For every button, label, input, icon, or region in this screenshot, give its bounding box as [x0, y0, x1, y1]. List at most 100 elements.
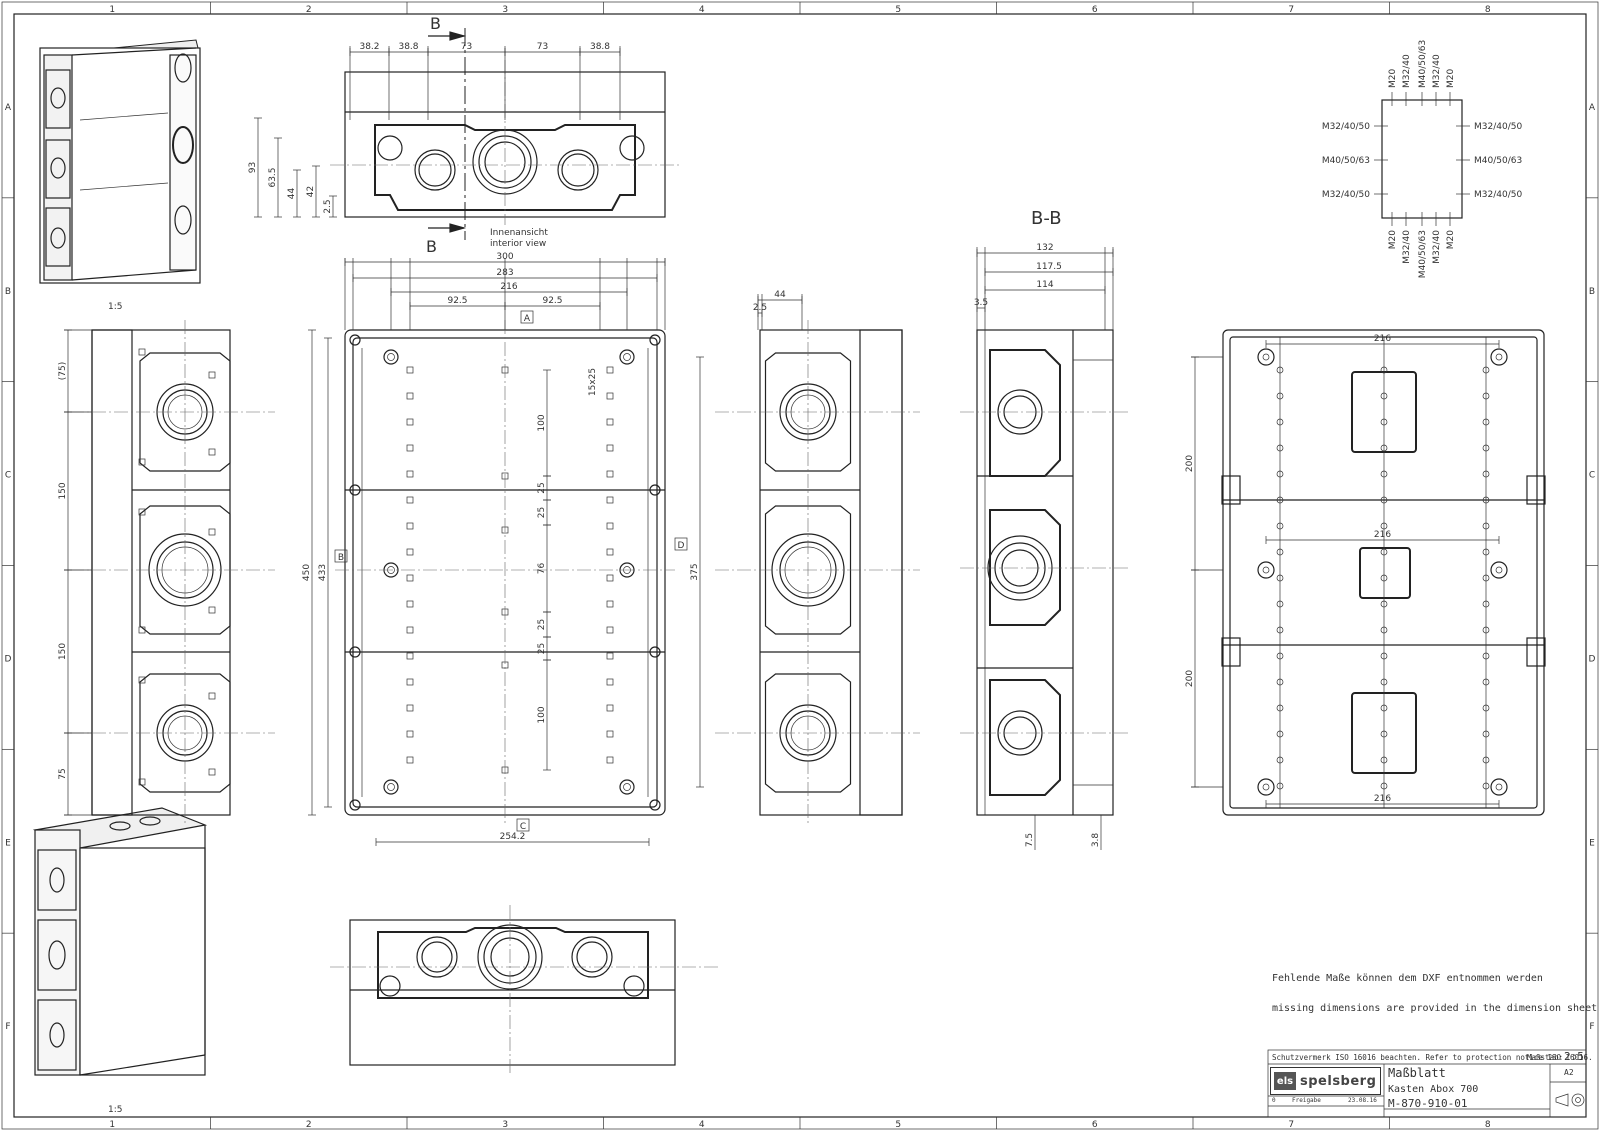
rear-rib-node	[1380, 522, 1388, 530]
front-dinrail-slot	[406, 392, 414, 400]
grid-col-bottom: 8	[1485, 1120, 1491, 1130]
left-port-screw	[138, 458, 146, 466]
left-port-middle-frame	[139, 505, 231, 635]
dim-rear-bottom: 216	[1374, 794, 1391, 804]
dim-front-bottom: 254.2	[500, 832, 526, 842]
dim-front-half-left: 92.5	[447, 296, 467, 306]
rear-rib-node	[1482, 626, 1490, 634]
rear-rib-node	[1482, 730, 1490, 738]
sheet-format: A2	[1564, 1068, 1574, 1077]
entry-top-label: M32/40	[1402, 54, 1412, 88]
datum-label: C	[520, 822, 526, 832]
grid-col-top: 3	[502, 5, 508, 15]
dim-front-inner: 76	[537, 563, 547, 575]
front-dinrail-slot	[606, 600, 614, 608]
dim-left-v: (75)	[58, 362, 68, 380]
protection-notice: Schutzvermerk ISO 16016 beachten. Refer …	[1272, 1053, 1593, 1062]
left-port-bottom-frame	[139, 673, 231, 793]
left-port-screw	[138, 626, 146, 634]
dim-left-v: 150	[58, 482, 68, 499]
grid-row-left: F	[5, 1022, 10, 1032]
drawing-title: Maßblatt	[1388, 1066, 1446, 1080]
front-dinrail-slot	[606, 730, 614, 738]
front-dinrail-slot	[406, 652, 414, 660]
grid-col-top: 7	[1288, 5, 1294, 15]
front-lid-screw	[649, 334, 661, 346]
left-port-screw	[208, 606, 216, 614]
entry-bottom-label: M40/50/63	[1418, 230, 1428, 278]
dim-top-v: 93	[248, 162, 258, 173]
datum-label: D	[678, 541, 685, 551]
section-label: B-B	[1031, 208, 1062, 229]
rear-rib-node	[1276, 444, 1284, 452]
dim-front-inner: 25	[537, 619, 547, 630]
note-missing-dims-en: missing dimensions are provided in the d…	[1272, 1003, 1598, 1014]
front-dinrail-slot	[606, 392, 614, 400]
entry-right-label: M32/40/50	[1474, 122, 1522, 132]
dim-front-mount-height: 375	[690, 563, 700, 580]
rear-mount-boss	[1257, 778, 1275, 796]
rear-rib-node	[1380, 704, 1388, 712]
rear-rib-node	[1276, 496, 1284, 504]
entry-bottom-label: M32/40	[1432, 230, 1442, 264]
grid-row-right: F	[1589, 1022, 1594, 1032]
right-port-bottom-frame	[764, 673, 852, 793]
grid-row-right: D	[1589, 654, 1596, 664]
front-mount-hole	[623, 353, 631, 361]
grid-row-left: A	[5, 103, 12, 113]
entry-bottom-label: M32/40	[1402, 230, 1412, 264]
dim-right-wall: 2.5	[753, 303, 767, 313]
front-dinrail-slot	[406, 366, 414, 374]
datum-label: A	[524, 314, 531, 324]
grid-row-left: B	[5, 287, 11, 297]
rear-rib-node	[1482, 418, 1490, 426]
grid-col-bottom: 2	[306, 1120, 312, 1130]
rear-rib-node	[1482, 678, 1490, 686]
rear-rib-node	[1276, 678, 1284, 686]
rear-rib-node	[1482, 548, 1490, 556]
interior-view-en: interior view	[490, 239, 546, 249]
rear-mount-boss	[1490, 561, 1508, 579]
left-port-top-frame	[139, 352, 231, 472]
drawing-subtitle: Kasten Abox 700	[1388, 1084, 1479, 1095]
front-mount-boss	[383, 779, 399, 795]
rear-bracket	[1526, 637, 1546, 667]
section-cut-line	[428, 28, 467, 240]
right-side-view	[759, 329, 903, 816]
rear-mount-hole	[1262, 353, 1270, 361]
front-lid-screw	[349, 646, 361, 658]
rear-rib-node	[1276, 782, 1284, 790]
front-dinrail-slot	[606, 366, 614, 374]
entry-bottom-label: M20	[1446, 230, 1456, 249]
dim-right-width: 44	[774, 290, 786, 300]
section-marker-top: B	[430, 14, 441, 33]
front-lid-screw	[649, 484, 661, 496]
rear-mount-hole	[1495, 353, 1503, 361]
rear-rib-node	[1380, 444, 1388, 452]
front-mount-hole	[387, 353, 395, 361]
rear-rib-node	[1482, 782, 1490, 790]
grid-col-top: 6	[1092, 5, 1098, 15]
grid-col-bottom: 3	[502, 1120, 508, 1130]
left-port-screw	[208, 448, 216, 456]
front-dinrail-slot	[606, 444, 614, 452]
dim-section-bottom-b: 3.8	[1091, 833, 1101, 848]
front-mount-hole	[623, 783, 631, 791]
entry-top-label: M20	[1388, 69, 1398, 88]
front-lid-screw	[349, 334, 361, 346]
dim-section-wall: 3.5	[974, 298, 988, 308]
rear-rib-node	[1482, 444, 1490, 452]
datum-box	[334, 549, 348, 563]
front-dinrail-slot	[606, 678, 614, 686]
front-mount-boss	[619, 349, 635, 365]
iso-scale-top: 1:5	[108, 302, 122, 312]
grid-col-top: 2	[306, 5, 312, 15]
front-dinrail-slot	[606, 652, 614, 660]
